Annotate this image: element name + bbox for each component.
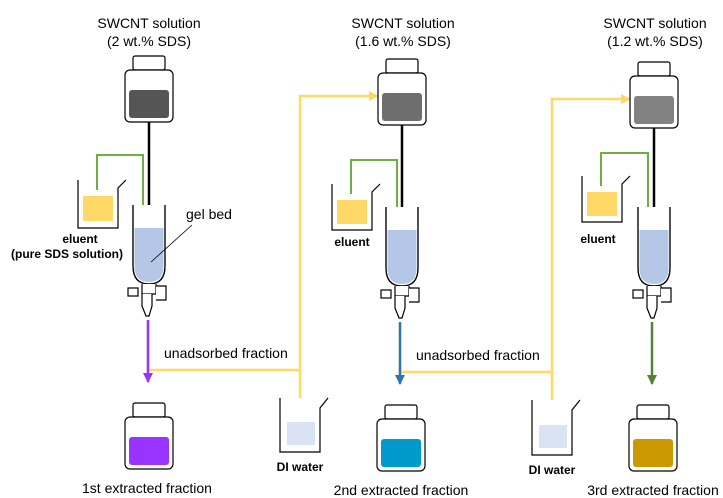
fraction-label: 1st extracted fraction: [82, 480, 212, 496]
eluent-line: [600, 152, 652, 225]
transfer-2: unadsorbed fraction DI water: [398, 94, 631, 477]
di-water-beaker: [279, 397, 329, 453]
source-vial: [629, 61, 679, 129]
eluent-line: [96, 154, 147, 225]
source-concentration: (1.6 wt.% SDS): [355, 33, 451, 49]
transfer-1: unadsorbed fraction DI water: [146, 91, 379, 474]
eluent-label: eluent: [62, 232, 97, 246]
gel-column: [380, 207, 420, 319]
gel-column: [632, 207, 672, 319]
gel-column: [127, 205, 167, 317]
eluent-line: [350, 159, 401, 225]
fraction-label: 3rd extracted fraction: [587, 482, 719, 498]
unadsorbed-fraction-label: unadsorbed fraction: [416, 347, 540, 363]
stage-3: SWCNT solution (1.2 wt.% SDS) eluent: [580, 15, 718, 498]
fraction-vial: [628, 404, 678, 472]
source-concentration: (1.2 wt.% SDS): [607, 33, 703, 49]
fraction-vial: [124, 402, 174, 470]
eluent-label: eluent: [334, 235, 369, 249]
gel-bed-pointer: [150, 224, 193, 263]
source-vial: [377, 58, 427, 126]
eluent-label: eluent: [580, 232, 615, 246]
unadsorbed-fraction-label: unadsorbed fraction: [164, 345, 288, 361]
source-title: SWCNT solution: [351, 15, 454, 31]
eluent-beaker: [581, 175, 631, 223]
source-title: SWCNT solution: [97, 15, 200, 31]
di-water-label: DI water: [277, 460, 324, 474]
fraction-label: 2nd extracted fraction: [334, 482, 469, 498]
eluent-beaker: [77, 179, 127, 229]
source-concentration: (2 wt.% SDS): [107, 33, 191, 49]
source-vial: [124, 55, 174, 123]
gel-bed-label: gel bed: [186, 206, 232, 222]
stage-2: SWCNT solution (1.6 wt.% SDS) eluent: [331, 15, 469, 498]
eluent-note: (pure SDS solution): [11, 247, 123, 261]
di-water-label: DI water: [529, 463, 576, 477]
source-title: SWCNT solution: [603, 15, 706, 31]
di-water-beaker: [531, 399, 581, 456]
stage-1: SWCNT solution (2 wt.% SDS) eluent (pure…: [11, 15, 232, 496]
eluent-beaker: [331, 183, 381, 231]
unadsorbed-line: [146, 91, 379, 372]
fraction-vial: [376, 404, 426, 472]
